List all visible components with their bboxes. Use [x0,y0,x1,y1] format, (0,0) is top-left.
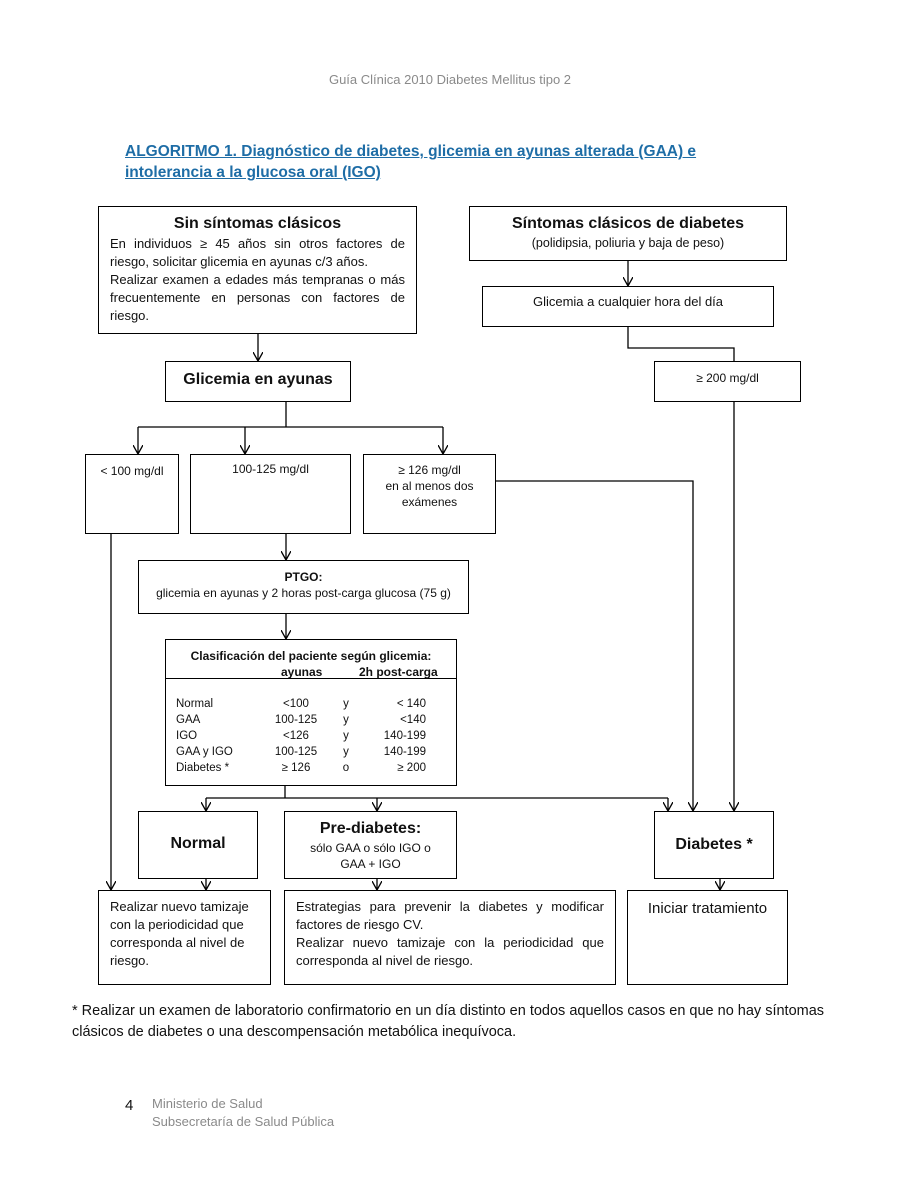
classification-cell: GAA y IGO [176,746,233,758]
prediabetes-outcome-box: Pre-diabetes: sólo GAA o sólo IGO o GAA … [284,811,457,879]
result-100-125-box: 100-125 mg/dl [190,454,351,534]
no-symptoms-line: En individuos ≥ 45 años sin otros factor… [110,236,405,251]
classification-cell: y [343,746,349,758]
classic-symptoms-heading: Síntomas clásicos de diabetes [511,215,745,232]
prediabetes-sub1: sólo GAA o sólo IGO o [310,841,431,855]
classification-cell: 140-199 [383,730,426,742]
prediabetes-action-box: Estrategias para prevenir la diabetes y … [284,890,616,985]
classification-cell: IGO [176,730,198,742]
random-glucose-200-box: ≥ 200 mg/dl [654,361,801,402]
classification-cell: ≥ 200 [397,762,426,774]
connector [496,480,693,810]
classification-cell: <126 [283,730,309,742]
classification-row: Diabetes * ≥ 126 o ≥ 200 [176,760,426,776]
ptgo-heading: PTGO: [284,570,323,584]
footer-line2: Subsecretaría de Salud Pública [152,1114,335,1129]
page-number: 4 [125,1097,134,1114]
result-ge126-line1: ≥ 126 mg/dl [398,463,461,477]
classification-header: Clasificación del paciente según glicemi… [166,640,456,679]
classification-cell: Diabetes * [176,762,230,774]
normal-outcome-label: Normal [170,835,226,852]
classification-row: Normal <100 y < 140 [176,696,426,712]
normal-action-line: corresponda al nivel de [110,935,245,950]
prediabetes-action-line: corresponda al nivel de riesgo. [296,953,474,968]
col-fasting-header: ayunas [281,665,323,679]
prediabetes-sub2: GAA + IGO [340,857,401,871]
algorithm-title: ALGORITMO 1. Diagnóstico de diabetes, gl… [125,141,765,183]
footer-line1: Ministerio de Salud [152,1096,263,1111]
classic-symptoms-sub: (polidipsia, poliuria y baja de peso) [531,236,725,250]
fasting-glucose-box: Glicemia en ayunas [165,361,351,402]
footnote: * Realizar un examen de laboratorio conf… [72,1003,825,1040]
footer-ministry: Ministerio de Salud Subsecretaría de Sal… [152,1095,334,1131]
diabetes-action-label: Iniciar tratamiento [647,900,768,917]
no-symptoms-heading: Sin síntomas clásicos [173,215,342,232]
col-postload-header: 2h post-carga [359,665,438,679]
classification-cell: <140 [400,714,426,726]
no-symptoms-line: riesgo. [110,308,150,323]
result-ge126-line3: exámenes [401,495,458,509]
normal-action-box: Realizar nuevo tamizaje con la periodici… [98,890,271,985]
result-100-125-label: 100-125 mg/dl [232,462,309,476]
result-ge126-line2: en al menos dos [385,479,474,493]
no-symptoms-line: riesgo, solicitar glicemia en ayunas c/3… [110,254,368,269]
normal-action-line: Realizar nuevo tamizaje [110,899,249,914]
normal-action-line: riesgo. [110,953,150,968]
prediabetes-outcome-label: Pre-diabetes: [319,820,422,837]
normal-action-line: con la periodicidad que [110,917,244,932]
running-header: Guía Clínica 2010 Diabetes Mellitus tipo… [328,72,572,87]
algorithm-title-line2: intolerancia a la glucosa oral (IGO) [125,164,381,181]
algorithm-title-line1: ALGORITMO 1. Diagnóstico de diabetes, gl… [125,143,697,160]
no-symptoms-text: En individuos ≥ 45 años sin otros factor… [110,235,405,325]
diabetes-outcome-label: Diabetes * [675,836,753,853]
classification-cell: Normal [176,698,214,710]
connector [627,326,735,361]
classification-row: IGO <126 y 140-199 [176,728,426,744]
diabetes-action-box: Iniciar tratamiento [627,890,788,985]
classification-row: GAA y IGO 100-125 y 140-199 [176,744,426,760]
classic-symptoms-box: Síntomas clásicos de diabetes (polidipsi… [469,206,787,261]
classification-box: Clasificación del paciente según glicemi… [165,639,457,786]
diabetes-outcome-box: Diabetes * [654,811,774,879]
classification-cell: <100 [283,698,309,710]
prediabetes-action-line: Realizar nuevo tamizaje con la periodici… [296,935,604,950]
classification-cell: y [343,730,349,742]
classification-cell: y [343,698,349,710]
result-ge126-box: ≥ 126 mg/dl en al menos dos exámenes [363,454,496,534]
random-glucose-box: Glicemia a cualquier hora del día [482,286,774,327]
prediabetes-action-line: factores de riesgo CV. [296,917,424,932]
classification-cell: < 140 [396,698,426,710]
fasting-glucose-label: Glicemia en ayunas [183,371,333,388]
classification-heading: Clasificación del paciente según glicemi… [190,649,432,663]
classification-cell: ≥ 126 [281,762,311,774]
classification-row: GAA 100-125 y <140 [176,712,426,728]
prediabetes-action-line: Estrategias para prevenir la diabetes y … [296,899,604,914]
normal-outcome-box: Normal [138,811,258,879]
result-lt100-label: < 100 mg/dl [100,464,164,478]
random-glucose-label: Glicemia a cualquier hora del día [532,294,724,309]
no-symptoms-line: Realizar examen a edades más tempranas o… [110,272,405,287]
ptgo-description: glicemia en ayunas y 2 horas post-carga … [156,586,451,600]
random-glucose-200-label: ≥ 200 mg/dl [696,371,759,385]
classification-cell: 140-199 [383,746,426,758]
classification-cell: 100-125 [274,714,318,726]
no-symptoms-box: Sin síntomas clásicos En individuos ≥ 45… [98,206,417,334]
no-symptoms-line: frecuentemente en personas con factores … [110,290,405,305]
result-lt100-box: < 100 mg/dl [85,454,179,534]
classification-cell: y [343,714,349,726]
classification-cell: GAA [176,714,201,726]
classification-cell: 100-125 [274,746,318,758]
classification-cell: o [342,762,350,774]
ptgo-box: PTGO: glicemia en ayunas y 2 horas post-… [138,560,469,614]
